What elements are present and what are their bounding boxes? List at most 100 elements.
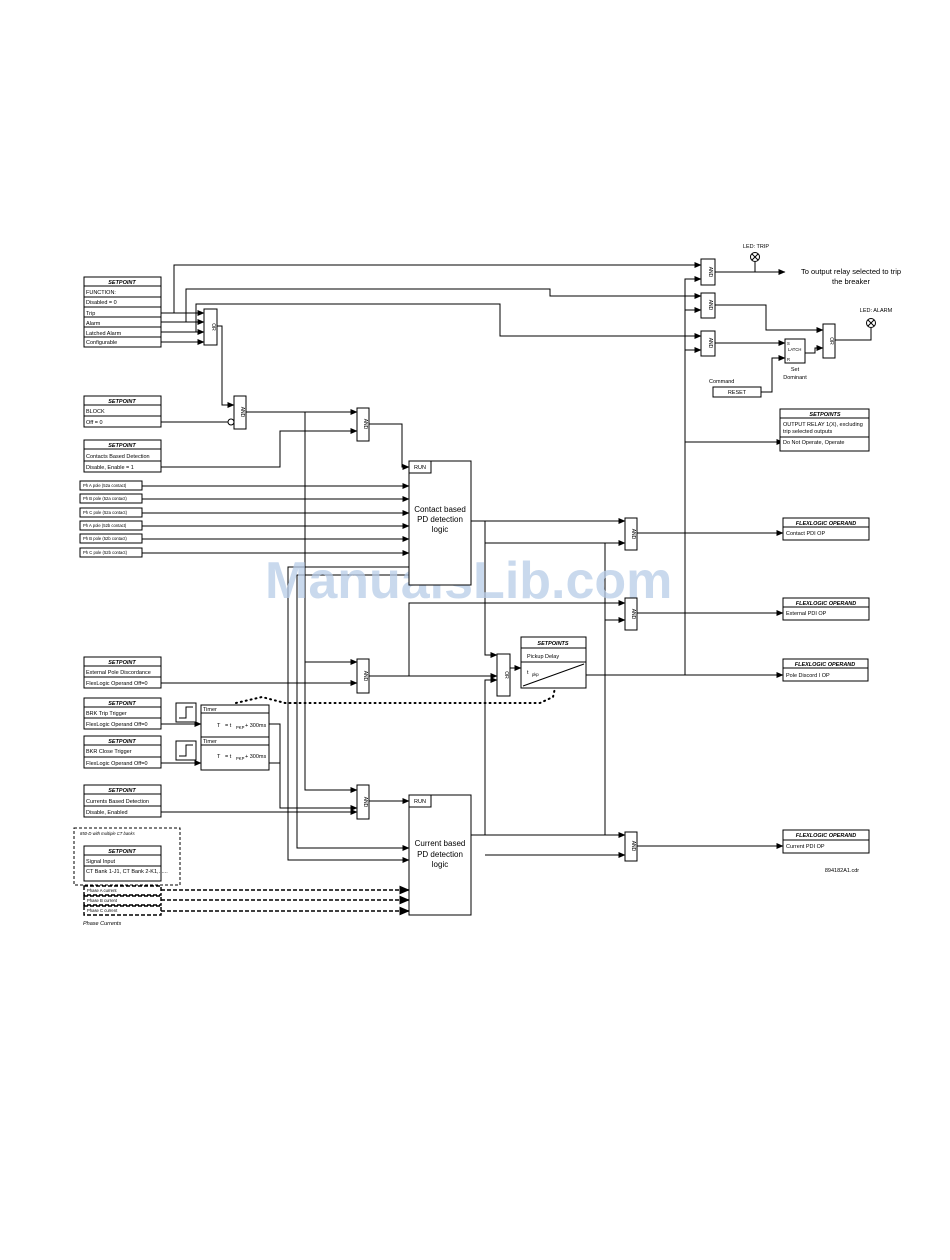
- svg-text:AND: AND: [630, 609, 636, 620]
- phase-currents-label: Phase Currents: [83, 921, 121, 927]
- setpoint-header: SETPOINT: [108, 701, 136, 707]
- setpoint-signal-box: SETPOINT Signal Input CT Bank 1-J1, CT B…: [83, 845, 168, 882]
- operand-external-pdi: FLEXLOGIC OPERAND External PDI OP: [782, 597, 870, 621]
- signal-ct-banks: CT Bank 1-J1, CT Bank 2-K1,......: [86, 869, 168, 875]
- function-trip: Trip: [86, 311, 95, 317]
- pickup-subscript: pkp: [532, 672, 539, 677]
- contacts-based-detection: Contacts Based Detection: [86, 454, 150, 460]
- setpoints-header: SETPOINTS: [809, 412, 841, 418]
- phase-contact-input: Ph C pole (52b contact): [83, 550, 128, 555]
- setpoint-header: SETPOINT: [108, 280, 136, 286]
- svg-text:AND: AND: [362, 419, 368, 430]
- setpoint-brk-trip-box: SETPOINT BRK Trip Trigger FlexLogic Oper…: [83, 697, 162, 730]
- timer-subscript: PKP: [236, 725, 245, 730]
- function-configurable: Configurable: [86, 340, 117, 346]
- timer-formula-eq: = t: [225, 754, 232, 760]
- currents-based-detection: Currents Based Detection: [86, 799, 149, 805]
- svg-text:AND: AND: [707, 267, 713, 278]
- timer-subscript: PKP: [236, 756, 245, 761]
- pickup-delay-link: [235, 687, 556, 704]
- timer-suffix: + 300ms: [245, 754, 266, 760]
- phase-contact-input: Ph A pole (52a contact): [83, 483, 127, 488]
- contact-logic-line2: PD detection: [417, 515, 463, 524]
- current-logic-line1: Current based: [415, 839, 466, 848]
- run-label: RUN: [414, 465, 426, 471]
- function-latched-alarm: Latched Alarm: [86, 331, 122, 337]
- latch-block: S LATCH R Set Dominant: [783, 338, 807, 381]
- signal-input: Signal Input: [86, 859, 116, 865]
- phase-current-inputs: Phase A current Phase B current Phase C …: [83, 885, 162, 927]
- and-gate-current-op: AND: [624, 831, 638, 862]
- and-gate-trip: AND: [700, 258, 716, 286]
- svg-text:OR: OR: [210, 323, 216, 331]
- svg-text:OR: OR: [828, 337, 834, 345]
- setpoint-header: SETPOINT: [108, 788, 136, 794]
- setpoint-header: SETPOINT: [108, 849, 136, 855]
- operand-value: External PDI OP: [786, 611, 827, 617]
- setpoint-contacts-box: SETPOINT Contacts Based Detection Disabl…: [83, 439, 162, 473]
- and-gate-external-op: AND: [624, 597, 638, 631]
- rising-edge-icon: [175, 740, 197, 761]
- output-relay-line1: OUTPUT RELAY 1(X), excluding: [783, 422, 863, 428]
- or-gate-pole-discord: OR: [496, 653, 511, 697]
- setpoints-output-relay-box: SETPOINTS OUTPUT RELAY 1(X), excluding t…: [779, 408, 870, 452]
- operand-contact-pdi: FLEXLOGIC OPERAND Contact PDI OP: [782, 517, 870, 541]
- phase-current-input: Phase A current: [87, 888, 117, 893]
- function-disabled: Disabled = 0: [86, 300, 117, 306]
- latch-caption-2: Dominant: [783, 375, 807, 381]
- setpoint-header: SETPOINT: [108, 739, 136, 745]
- operand-value: Current PDI OP: [786, 844, 825, 850]
- block-off: Off = 0: [86, 420, 103, 426]
- multi-ct-note: 850-D with multiple CT banks: [80, 831, 136, 836]
- latch-label: LATCH: [788, 347, 801, 352]
- operand-header: FLEXLOGIC OPERAND: [796, 601, 857, 607]
- operand-pole-discord: FLEXLOGIC OPERAND Pole Discord I OP: [782, 658, 869, 682]
- operand-value: Contact PDI OP: [786, 531, 825, 537]
- contact-logic-line3: logic: [432, 525, 448, 534]
- latch-caption-1: Set: [791, 367, 800, 373]
- run-label: RUN: [414, 799, 426, 805]
- trip-output-line1: To output relay selected to trip: [801, 267, 901, 276]
- drawing-id: 894182A1.cdr: [825, 868, 859, 874]
- timer-title: Timer: [203, 739, 217, 745]
- inverter-bubble: [227, 418, 235, 426]
- function-alarm: Alarm: [86, 321, 101, 327]
- phase-current-input: Phase B current: [87, 898, 118, 903]
- timer-title: Timer: [203, 707, 217, 713]
- svg-text:AND: AND: [362, 671, 368, 682]
- contact-logic-line1: Contact based: [414, 505, 466, 514]
- setpoint-currents-box: SETPOINT Currents Based Detection Disabl…: [83, 784, 162, 818]
- reset-label: RESET: [728, 390, 747, 396]
- timer-bkr-close: Timer T = t PKP + 300ms: [200, 736, 270, 771]
- trip-output-line2: the breaker: [832, 277, 870, 286]
- svg-text:AND: AND: [362, 797, 368, 808]
- phase-current-signal-paths: [161, 885, 410, 916]
- setpoint-header: SETPOINT: [108, 399, 136, 405]
- current-logic-line2: PD detection: [417, 850, 463, 859]
- timer-suffix: + 300ms: [245, 723, 266, 729]
- setpoint-external-box: SETPOINT External Pole Discordance FlexL…: [83, 656, 162, 689]
- external-operand: FlexLogic Operand Off=0: [86, 681, 148, 687]
- and-gate-block: AND: [233, 395, 247, 430]
- pickup-t: t: [527, 670, 529, 676]
- output-relay-line2: trip selected outputs: [783, 429, 832, 435]
- bkr-close-trigger: BKR Close Trigger: [86, 749, 132, 755]
- command-label: Command: [709, 379, 734, 385]
- timer-formula-eq: = t: [225, 723, 232, 729]
- reset-command-box[interactable]: RESET: [712, 386, 762, 398]
- phase-current-input: Phase C current: [87, 908, 118, 913]
- timer-brk-trip: Timer T = t PKP + 300ms: [200, 704, 270, 738]
- svg-text:AND: AND: [239, 407, 245, 418]
- or-gate-alarm: OR: [822, 323, 836, 359]
- multi-ct-bank-frame: 850-D with multiple CT banks: [73, 827, 181, 886]
- operand-value: Pole Discord I OP: [786, 673, 830, 679]
- operand-header: FLEXLOGIC OPERAND: [795, 662, 856, 668]
- phase-contact-input: Ph B pole (52a contact): [83, 496, 127, 501]
- svg-text:AND: AND: [630, 841, 636, 852]
- led-trip-label: LED: TRIP: [743, 244, 770, 250]
- timer-formula-t: T: [217, 723, 221, 729]
- and-gate-current-run: AND: [356, 784, 370, 820]
- svg-text:OR: OR: [503, 671, 509, 679]
- brk-trip-trigger: BRK Trip Trigger: [86, 711, 127, 717]
